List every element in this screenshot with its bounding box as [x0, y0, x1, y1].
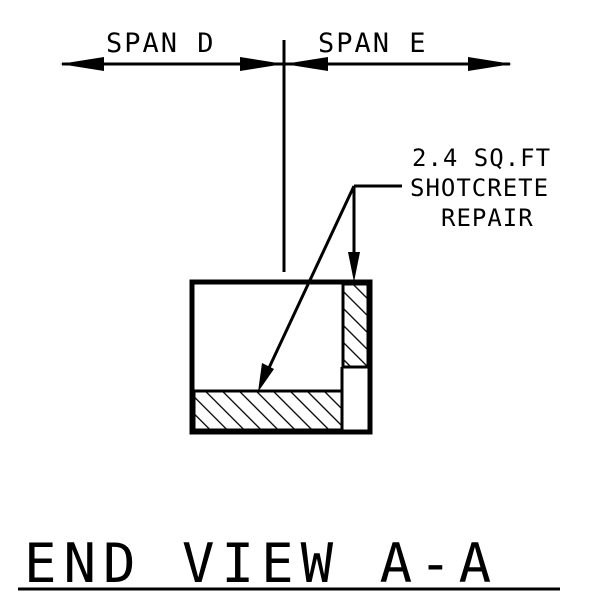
section-outline [189, 279, 373, 435]
dimension-arrow-mid-left [240, 57, 284, 71]
note-repair: REPAIR [441, 204, 534, 232]
span-e-label: SPAN E [318, 28, 428, 59]
dimension-arrow-right [468, 57, 512, 71]
note-material: SHOTCRETE [410, 174, 549, 202]
span-d-label: SPAN D [106, 28, 216, 59]
leader-arrow-floor [258, 363, 274, 392]
dimension-arrow-mid-right [284, 57, 328, 71]
repair-area-floor [192, 389, 344, 432]
leader-line-to-floor [266, 185, 356, 371]
note-area: 2.4 SQ.FT [412, 144, 551, 172]
leader-arrow-wall [348, 252, 360, 282]
repair-area-wall [341, 282, 370, 369]
dimension-arrow-left [60, 57, 104, 71]
view-title: END VIEW A-A [24, 532, 498, 592]
